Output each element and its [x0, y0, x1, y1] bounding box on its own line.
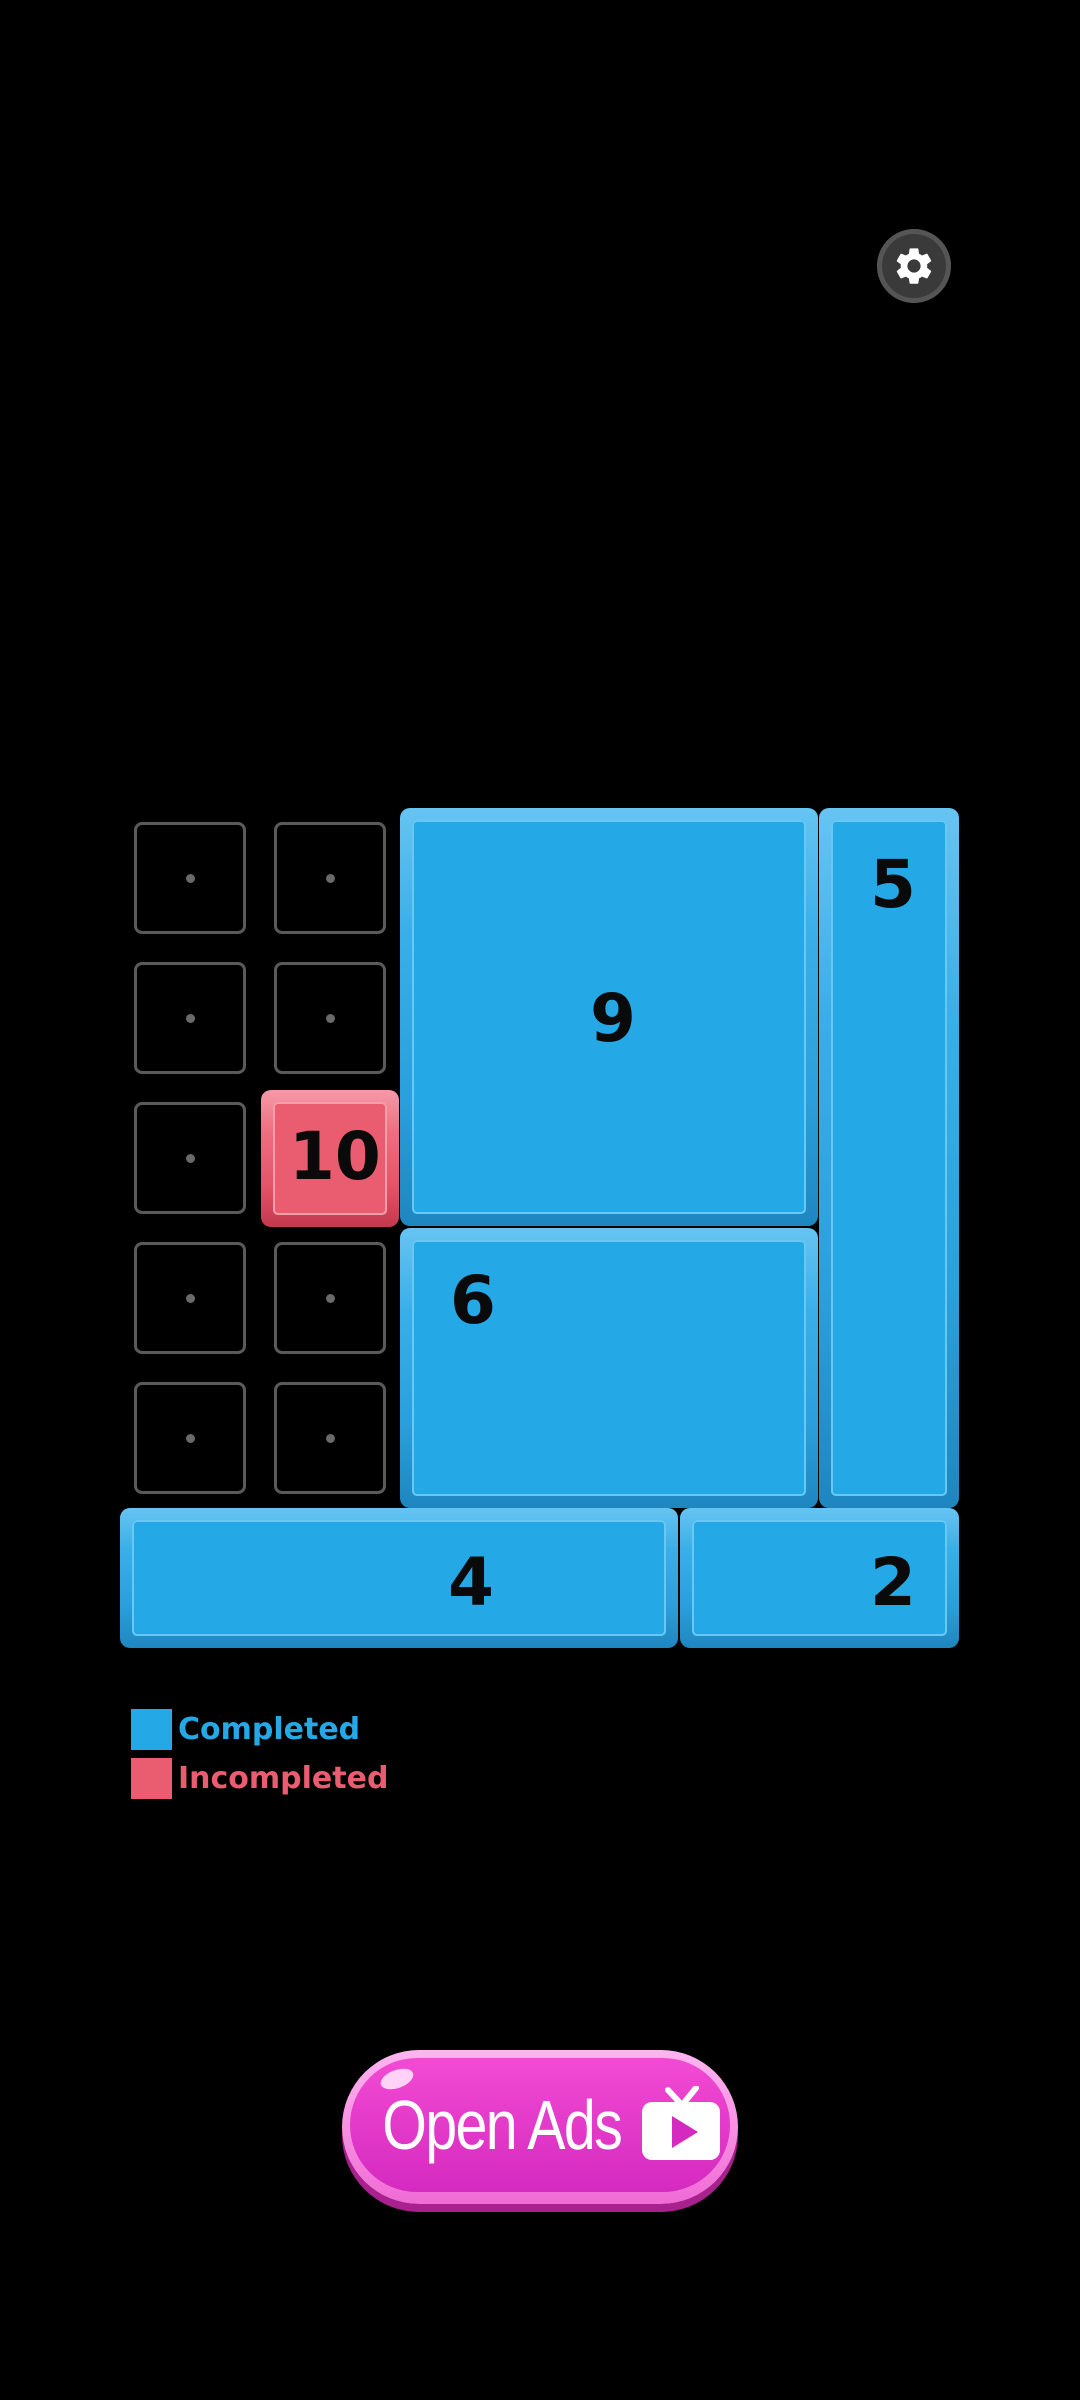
block-9[interactable]: 9 [400, 808, 818, 1226]
block-face [132, 1520, 666, 1636]
cell-dot [185, 1433, 195, 1443]
legend-completed: Completed [131, 1709, 360, 1750]
legend-incompleted-label: Incompleted [178, 1761, 389, 1796]
block-face [273, 1102, 387, 1215]
tv-play-icon [641, 2086, 720, 2160]
block-face [412, 820, 806, 1214]
grid-cell-r1-c2[interactable] [274, 822, 386, 934]
grid-cell-r3-c1[interactable] [134, 1102, 246, 1214]
block-4[interactable]: 4 [120, 1508, 678, 1648]
grid-cell-r5-c1[interactable] [134, 1382, 246, 1494]
block-number: 10 [289, 1118, 381, 1195]
grid-cell-r5-c2[interactable] [274, 1382, 386, 1494]
cell-dot [325, 1433, 335, 1443]
block-10[interactable]: 10 [261, 1090, 399, 1227]
legend-incompleted: Incompleted [131, 1758, 388, 1799]
open-ads-button[interactable]: Open Ads [342, 2050, 738, 2204]
block-number: 2 [870, 1544, 916, 1621]
gear-icon [896, 248, 932, 284]
cell-dot [325, 873, 335, 883]
block-5[interactable]: 5 [819, 808, 959, 1508]
block-number: 9 [590, 980, 636, 1057]
grid-cell-r4-c1[interactable] [134, 1242, 246, 1354]
legend-incompleted-swatch [131, 1758, 172, 1799]
block-number: 4 [448, 1544, 494, 1621]
cell-dot [185, 1013, 195, 1023]
open-ads-label: Open Ads [382, 2086, 623, 2164]
settings-button[interactable] [877, 229, 951, 303]
cell-dot [325, 1013, 335, 1023]
block-number: 6 [450, 1262, 496, 1339]
block-face [692, 1520, 947, 1636]
grid-cell-r4-c2[interactable] [274, 1242, 386, 1354]
block-6[interactable]: 6 [400, 1228, 818, 1508]
cell-dot [185, 873, 195, 883]
grid-cell-r2-c1[interactable] [134, 962, 246, 1074]
block-number: 5 [870, 846, 916, 923]
block-face [412, 1240, 806, 1496]
open-ads-button-face: Open Ads [350, 2058, 730, 2192]
legend-completed-label: Completed [178, 1712, 361, 1747]
cell-dot [185, 1293, 195, 1303]
legend-completed-swatch [131, 1709, 172, 1750]
block-2[interactable]: 2 [680, 1508, 959, 1648]
grid-cell-r2-c2[interactable] [274, 962, 386, 1074]
cell-dot [185, 1153, 195, 1163]
block-face [831, 820, 947, 1496]
cell-dot [325, 1293, 335, 1303]
grid-cell-r1-c1[interactable] [134, 822, 246, 934]
